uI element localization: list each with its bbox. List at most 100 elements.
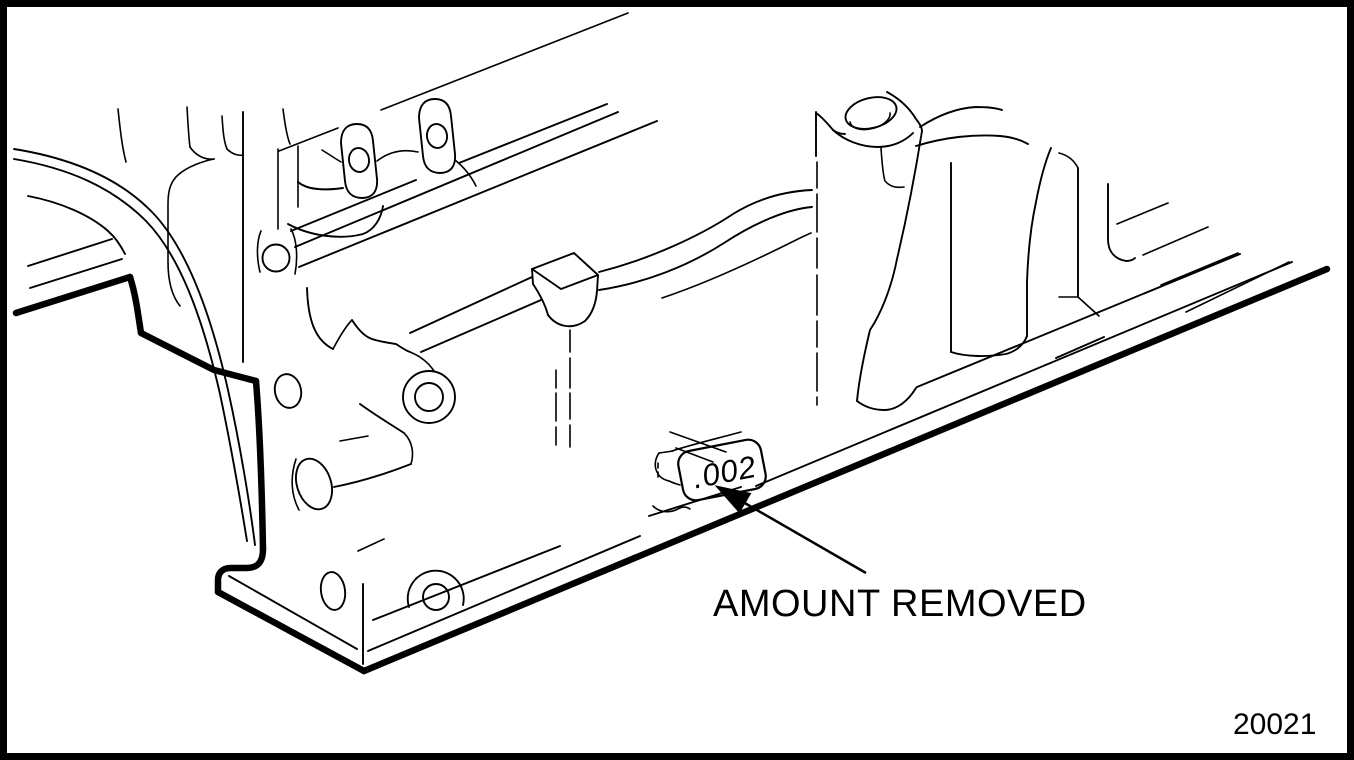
deck-line-2 [294,111,619,248]
core-plug-oval-large [294,457,334,511]
tube-bottom-edge [333,463,412,488]
rib-web-left [167,158,215,307]
surface-dash-1 [339,435,369,442]
bell-arc-outer [13,148,256,546]
riser-boss [815,91,923,411]
deck-line-3 [298,120,658,268]
flange-dash-1 [669,431,727,453]
cube-boss-edge [531,268,534,285]
rib-1 [117,108,127,163]
pan-rail-lines [27,238,1293,665]
front-corner-vertical [252,377,267,553]
block-outline-thick [12,265,1331,675]
boss-left-curve [321,149,342,163]
cylinder-top-arc-1 [919,106,1003,128]
boss-right-curve [454,159,477,187]
core-plug-oval-small [273,373,303,409]
stadium-boss-2 [418,98,457,174]
rib-3 [221,115,228,150]
flange-dash-2 [675,447,714,463]
bell-arc-inner [13,158,248,542]
rail-top-line-left-2 [29,258,123,289]
right-rib-3 [1160,252,1239,286]
left-face-details [13,106,465,611]
round-boss-outer [402,370,456,424]
riser-bottom-curve [856,387,917,411]
deck-lines [278,12,658,268]
deck-far-edge-b [380,12,629,111]
pocket-j-edge [1107,183,1136,262]
riser-hook [815,112,846,135]
lower-oval-hole [319,571,347,611]
rail-top-line-left-1 [27,238,113,267]
figure-number: 20021 [1233,708,1316,741]
neck-curve [297,181,344,191]
cube-lug-bottom [547,314,586,328]
tag-squiggle [652,505,691,513]
right-rib-4 [1185,261,1290,313]
riser-j-curve [880,147,905,189]
callout-arrow [714,485,867,575]
riser-collar [832,129,914,148]
mid-band-details [409,189,813,463]
boss-arc-left [256,230,262,273]
band-line-3-right [661,232,812,299]
tag-fold-top [658,450,674,454]
rail-top-line-1a [367,535,641,652]
riser-right-slant [856,130,923,402]
right-rib-2 [1142,226,1209,256]
lower-boss-arc [406,569,465,608]
deck-line-1a [290,179,417,232]
boss-attach-line [409,351,435,372]
tag-fold-left [654,452,670,482]
band-line-1-left [409,276,533,334]
cube-boss-top [531,252,599,290]
front-bottom-edge [214,588,368,675]
stadium-boss-2-hole [426,123,448,149]
core-plug-contour [291,458,300,511]
slab-edge-top [282,108,291,145]
stadium-boss-1-hole [348,147,370,173]
pocket-foot-right [1077,296,1100,317]
bowl-curve [287,205,384,238]
boss-arc-right [290,228,298,275]
rail-top-line-1b [755,261,1293,487]
riser-right-top [886,91,923,132]
web-curve-2 [332,319,353,350]
left-rail-edge [12,273,134,317]
tag-top-surface-line [671,431,742,452]
band-line-2-left [420,299,542,353]
rib-2-left [186,106,191,148]
cylinder-bottom-arc [950,335,1028,357]
arrow-shaft [742,500,867,575]
riser-hole-inner [849,112,891,131]
callout-label: AMOUNT REMOVED [713,583,1087,625]
riser-hole-outer [844,96,898,130]
web-curve-1 [306,287,334,350]
tube-top-edge [359,403,405,434]
lower-boss-hole [422,583,450,611]
rail-top-line-2c [916,253,1241,388]
bell-arc-small [27,195,126,255]
rib-2-bottom [189,146,215,160]
round-boss-hole [414,382,444,412]
corner-notch [214,545,267,596]
tube-end-cap [403,432,414,465]
web-curve-3 [351,319,411,353]
arrow-head [714,485,752,514]
rail-top-line-3 [1055,336,1105,359]
right-end-details [915,106,1290,357]
deck-far-edge-a [278,127,339,152]
band-line-1-right [598,189,813,273]
stadium-boss-1 [340,123,379,199]
front-bolt-hole [261,243,291,273]
cylinder-right-edge [1026,147,1052,337]
surface-dash-2 [357,538,385,552]
rail-top-line-2a [372,545,561,621]
cylinder-top-arc-2 [915,134,1029,147]
right-rib-1 [1116,202,1169,225]
boss-dip-curve [376,149,419,162]
